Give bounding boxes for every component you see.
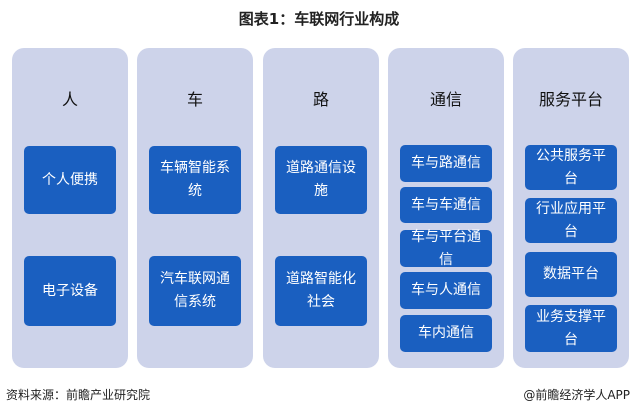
credit: @前瞻经济学人APP xyxy=(523,388,630,402)
source-note: 资料来源：前瞻产业研究院 xyxy=(6,388,151,402)
component-box: 道路智能化社会 xyxy=(275,256,367,326)
component-box: 车与车通信 xyxy=(400,187,492,223)
chart-title: 图表1：车联网行业构成 xyxy=(238,10,400,28)
component-box: 业务支撑平台 xyxy=(525,305,617,352)
component-box: 行业应用平台 xyxy=(525,198,617,243)
component-box: 车与平台通信 xyxy=(400,229,492,268)
component-box: 数据平台 xyxy=(525,252,617,297)
category-panel: 路道路通信设施道路智能化社会 xyxy=(263,48,379,368)
category-panel: 通信车与路通信车与车通信车与平台通信车与人通信车内通信 xyxy=(388,48,504,368)
component-box: 车与人通信 xyxy=(400,272,492,309)
category-panel: 人个人便携电子设备 xyxy=(12,48,128,368)
component-box: 电子设备 xyxy=(24,256,116,326)
component-box: 汽车联网通信系统 xyxy=(149,256,241,326)
category-panel: 服务平台公共服务平台行业应用平台数据平台业务支撑平台 xyxy=(513,48,629,368)
category-header: 路 xyxy=(312,90,329,109)
component-box: 车内通信 xyxy=(400,315,492,352)
component-box: 公共服务平台 xyxy=(525,145,617,190)
component-box: 车辆智能系统 xyxy=(149,146,241,214)
category-header: 车 xyxy=(186,90,203,109)
category-header: 通信 xyxy=(429,90,462,109)
component-box: 道路通信设施 xyxy=(275,146,367,214)
category-header: 服务平台 xyxy=(538,90,603,109)
component-box: 车与路通信 xyxy=(400,145,492,182)
category-panel: 车车辆智能系统汽车联网通信系统 xyxy=(137,48,253,368)
component-box: 个人便携 xyxy=(24,146,116,214)
category-header: 人 xyxy=(61,90,78,109)
